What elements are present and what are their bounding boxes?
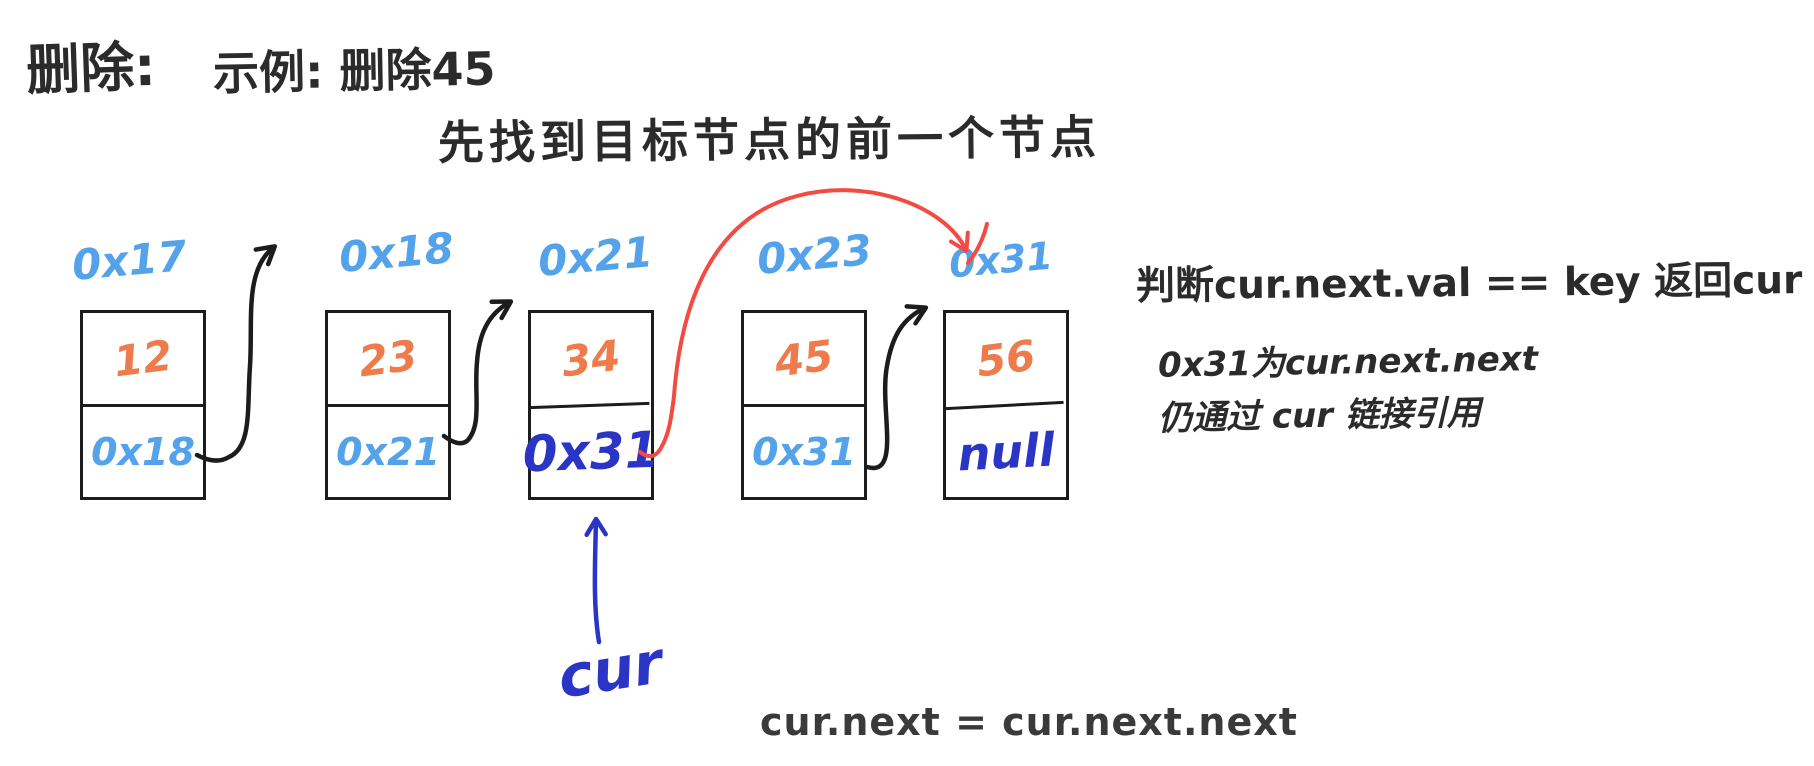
next-arrow-node2-to-node3 <box>441 299 514 446</box>
node-next-pointer-updated: 0x31 <box>522 401 660 500</box>
list-node-1: 0x17 12 0x18 <box>70 231 206 500</box>
cur-arrow <box>584 516 608 645</box>
node-next-pointer-null: null <box>943 400 1069 501</box>
node-value: 45 <box>771 330 836 387</box>
node-box: 23 0x21 <box>325 310 451 500</box>
check-condition-note: 判断cur.next.val == key 返回cur <box>1135 258 1803 309</box>
list-node-4-target: 0x23 45 0x31 <box>741 225 874 500</box>
node-box: 56 null <box>943 310 1069 501</box>
node-next-pointer: 0x31 <box>744 403 864 498</box>
title-example-label: 示例: 删除45 <box>212 41 496 101</box>
node-value: 56 <box>973 330 1038 387</box>
node-address-label: 0x21 <box>536 227 655 286</box>
cur-pointer-label: cur <box>553 628 667 712</box>
title-delete-label: 删除: <box>25 34 157 103</box>
node-box: 12 0x18 <box>80 310 206 500</box>
list-node-2: 0x18 23 0x21 <box>325 223 456 500</box>
node-value: 34 <box>558 330 623 387</box>
node-address-label: 0x17 <box>70 231 189 290</box>
next-arrow-node4-to-node5 <box>864 304 929 471</box>
node-box: 45 0x31 <box>741 310 867 500</box>
node-address-label: 0x23 <box>755 225 874 284</box>
list-node-5: 0x31 56 null <box>943 234 1069 501</box>
reference-note: 仍通过 cur 链接引用 <box>1157 392 1482 439</box>
subtitle-find-prev-node: 先找到目标节点的前一个节点 <box>437 110 1102 170</box>
node-next-pointer: 0x21 <box>328 403 448 498</box>
next-arrow-node1-to-node2 <box>194 244 278 463</box>
node-value: 12 <box>110 330 175 387</box>
node-next-pointer: 0x18 <box>83 403 203 498</box>
assignment-note: cur.next = cur.next.next <box>760 700 1298 744</box>
node-address-label: 0x18 <box>337 223 456 282</box>
node-address-label: 0x31 <box>947 233 1055 287</box>
side-notes: 判断cur.next.val == key 返回cur 0x31为cur.nex… <box>1136 252 1812 439</box>
node-box: 34 0x31 <box>522 310 660 500</box>
node-value: 23 <box>355 330 420 387</box>
page-title: 删除: 示例: 删除45 <box>25 24 496 103</box>
list-node-3-cur: 0x21 34 0x31 <box>522 227 660 500</box>
